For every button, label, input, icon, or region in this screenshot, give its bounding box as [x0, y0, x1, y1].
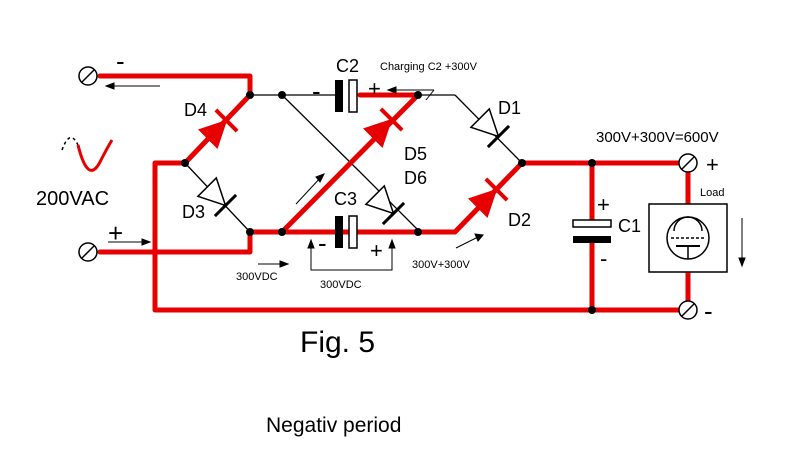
- diode-d5: [362, 107, 404, 149]
- caption: Negativ period: [266, 414, 401, 437]
- terminal-top-left: [78, 66, 98, 86]
- current-arrows: [104, 82, 746, 268]
- diode-d2: [467, 177, 509, 219]
- diode-d4: [197, 108, 239, 150]
- terminal-bottom-left: [78, 242, 98, 262]
- junction-dots: [181, 91, 596, 314]
- c3-minus-label: -: [318, 228, 327, 258]
- bottom-mid-voltage: 300VDC: [320, 279, 362, 291]
- ac-sine-icon: [61, 136, 114, 172]
- c2-minus-label: -: [312, 76, 321, 106]
- labels: - + 200VAC D4 D3 D5 D6 D1 D2 C2 C3 C1 - …: [36, 46, 724, 437]
- d6-label: D6: [404, 168, 427, 188]
- figure-label: Fig. 5: [300, 326, 375, 359]
- ac-source-label: 200VAC: [36, 188, 109, 210]
- d4-label: D4: [184, 100, 207, 120]
- out-minus-label: -: [704, 296, 713, 326]
- d3-label: D3: [182, 202, 205, 222]
- diode-d3: [196, 176, 238, 218]
- c2-plus-label: +: [368, 76, 381, 101]
- load-box: [648, 203, 728, 273]
- terminal-out-plus: [678, 153, 698, 173]
- d1-label: D1: [498, 98, 521, 118]
- c2-label: C2: [336, 56, 359, 76]
- capacitor-c3: [335, 215, 358, 249]
- c1-plus-label: +: [597, 192, 610, 217]
- output-sum-label: 300V+300V=600V: [596, 129, 719, 146]
- c3-label: C3: [334, 189, 357, 209]
- terminal-out-minus: [678, 300, 698, 320]
- bottom-left-voltage: 300VDC: [236, 271, 278, 283]
- c1-minus-label: -: [600, 246, 607, 271]
- capacitor-c1: [572, 219, 612, 243]
- capacitor-c2: [335, 79, 358, 113]
- c3-voltage-bracket: [307, 238, 396, 271]
- diode-d6: [364, 184, 406, 226]
- pos-left-label: +: [108, 218, 123, 248]
- c3-plus-label: +: [370, 238, 383, 263]
- c1-label: C1: [618, 216, 641, 236]
- neg-top-label: -: [116, 46, 125, 76]
- d5-label: D5: [404, 144, 427, 164]
- out-plus-label: +: [706, 152, 719, 177]
- left-voltage-arrow: [258, 260, 290, 268]
- load-label: Load: [700, 187, 724, 199]
- diode-d1: [469, 107, 511, 149]
- bottom-right-voltage: 300V+300V: [412, 259, 470, 271]
- charging-note: Charging C2 +300V: [380, 61, 478, 73]
- d2-label: D2: [508, 210, 531, 230]
